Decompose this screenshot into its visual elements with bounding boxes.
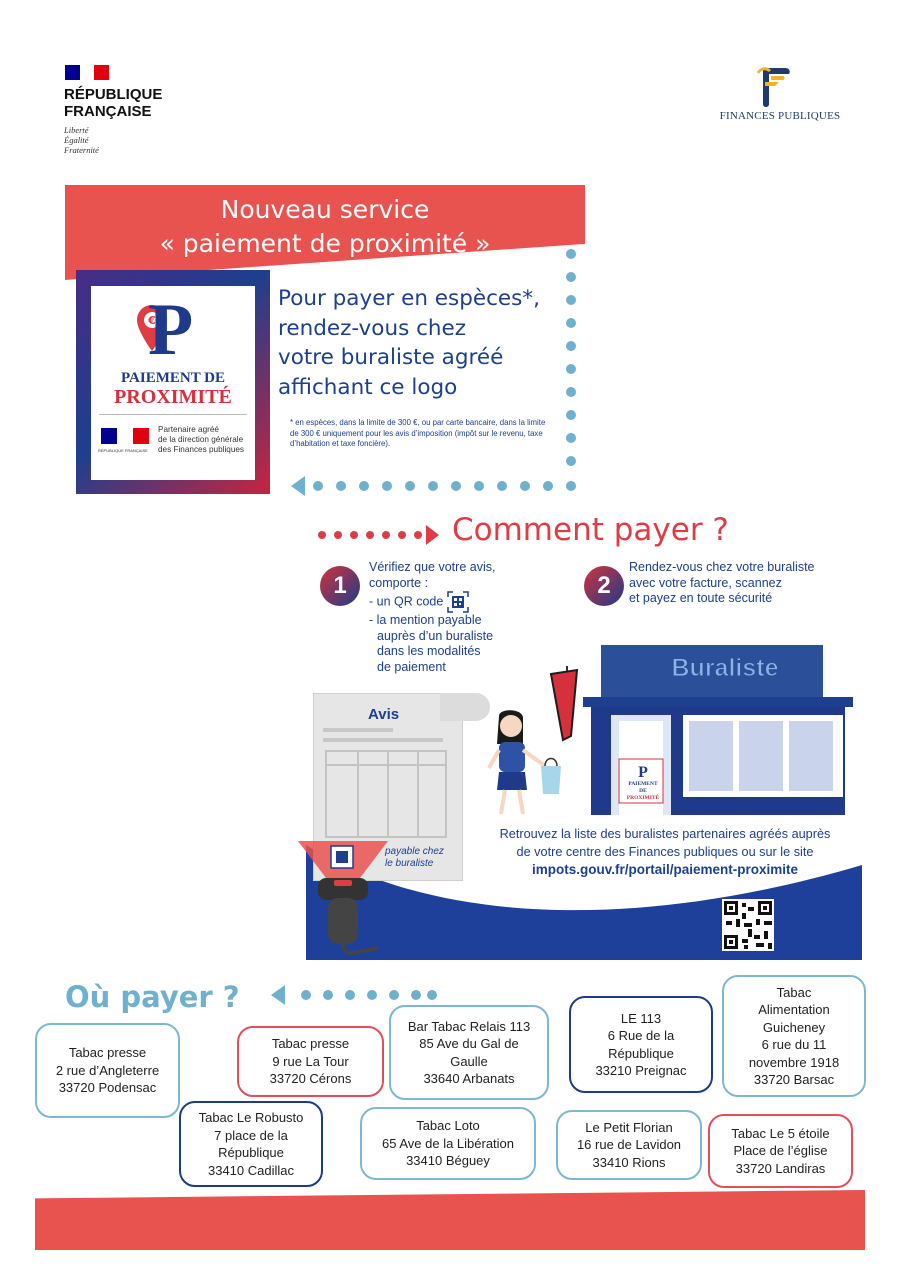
red-dot xyxy=(334,531,342,539)
logo-line-paiement: PAIEMENT DE xyxy=(120,370,226,386)
avis-payable-text: payable chez le buraliste xyxy=(385,846,444,869)
path-dot xyxy=(566,481,576,491)
step-1-text: Vérifiez que votre avis, comporte : - un… xyxy=(369,560,496,674)
path-dot xyxy=(345,990,355,1000)
path-dot xyxy=(566,456,576,466)
arrow-left-icon xyxy=(271,985,285,1005)
path-dot xyxy=(543,481,553,491)
path-dot xyxy=(566,364,576,374)
location-pin-icon: € xyxy=(137,305,167,351)
logo-mini-republique: RÉPUBLIQUE FRANÇAISE xyxy=(98,448,148,453)
republique-francaise-title: RÉPUBLIQUE FRANÇAISE xyxy=(64,86,163,120)
shop-card: Tabac Le Robusto 7 place de la Républiqu… xyxy=(179,1101,323,1187)
path-dot xyxy=(566,272,576,282)
shop-card: Tabac Le 5 étoile Place de l’église 3372… xyxy=(708,1114,853,1188)
logo-line-proximite: PROXIMITÉ xyxy=(114,386,232,408)
republique-motto: Liberté Égalité Fraternité xyxy=(64,125,99,155)
footer-band xyxy=(35,1190,865,1250)
arrow-right-icon xyxy=(426,525,439,545)
avis-document-curl xyxy=(440,693,490,721)
buraliste-sign: Buraliste xyxy=(671,654,779,683)
path-dot xyxy=(520,481,530,491)
shop-window-logo: P PAIEMENT DE PROXIMITÉ xyxy=(626,764,660,802)
path-dot xyxy=(336,481,346,491)
path-dot xyxy=(566,410,576,420)
path-dot xyxy=(405,481,415,491)
path-dot xyxy=(389,990,399,1000)
path-dot xyxy=(427,990,437,1000)
hero-footnote: * en espèces, dans la limite de 300 €, o… xyxy=(290,418,546,448)
paiement-proximite-logo xyxy=(91,286,255,480)
where-to-pay-title: Où payer ? xyxy=(65,980,240,1014)
red-dot xyxy=(350,531,358,539)
shop-card: Tabac Loto 65 Ave de la Libération 33410… xyxy=(360,1107,536,1180)
shop-card: Tabac Alimentation Guicheney 6 rue du 11… xyxy=(722,975,866,1097)
path-dot xyxy=(323,990,333,1000)
shop-card: Bar Tabac Relais 113 85 Ave du Gal de Ga… xyxy=(389,1005,549,1100)
path-dot xyxy=(451,481,461,491)
avis-label: Avis xyxy=(368,706,400,723)
step-2-text: Rendez-vous chez votre buraliste avec vo… xyxy=(629,560,815,606)
svg-text:€: € xyxy=(147,314,156,327)
path-dot xyxy=(428,481,438,491)
red-dot xyxy=(382,531,390,539)
arrow-left-icon xyxy=(291,476,305,496)
path-dot xyxy=(313,481,323,491)
red-dot xyxy=(318,531,326,539)
impots-url-link[interactable]: impots.gouv.fr/portail/paiement-proximit… xyxy=(531,862,799,877)
avis-text-line xyxy=(323,738,443,742)
step-1-badge: 1 xyxy=(320,566,360,606)
logo-partner-text: Partenaire agréé de la direction général… xyxy=(158,425,245,454)
path-dot xyxy=(497,481,507,491)
path-dot xyxy=(566,318,576,328)
hero-title: Nouveau service « paiement de proximité … xyxy=(159,195,491,258)
qr-code-icon xyxy=(447,591,469,613)
shop-card: LE 113 6 Rue de la République 33210 Prei… xyxy=(569,996,713,1093)
path-dot xyxy=(566,295,576,305)
finances-publiques-name: FINANCES PUBLIQUES xyxy=(719,110,841,122)
logo-letter-p: P xyxy=(148,289,194,371)
how-to-pay-title: Comment payer ? xyxy=(452,512,729,548)
avis-table xyxy=(325,750,447,838)
red-dot xyxy=(366,531,374,539)
shop-card: Tabac presse 9 rue La Tour 33720 Cérons xyxy=(237,1026,384,1097)
shop-card: Tabac presse 2 rue d’Angleterre 33720 Po… xyxy=(35,1023,180,1118)
path-dot xyxy=(359,481,369,491)
mini-marianne-flag-icon xyxy=(101,428,149,444)
path-dot xyxy=(566,387,576,397)
tabac-carrot-sign-icon xyxy=(549,666,579,742)
finances-publiques-logo-icon xyxy=(757,67,790,107)
shop-card: Le Petit Florian 16 rue de Lavidon 33410… xyxy=(556,1110,702,1180)
logo-divider xyxy=(99,414,247,415)
red-dot xyxy=(398,531,406,539)
path-dot xyxy=(382,481,392,491)
barcode-scanner-icon xyxy=(298,841,388,955)
qr-code-icon xyxy=(722,899,774,951)
red-dot xyxy=(414,531,422,539)
republique-francaise-flag-icon xyxy=(65,65,110,80)
step-2-badge: 2 xyxy=(584,566,624,606)
hero-instructions: Pour payer en espèces*, rendez-vous chez… xyxy=(278,286,540,400)
woman-with-bag-illustration xyxy=(487,710,561,815)
path-dot xyxy=(566,433,576,443)
path-dot xyxy=(474,481,484,491)
path-dot xyxy=(367,990,377,1000)
path-dot xyxy=(566,249,576,259)
avis-text-line xyxy=(323,728,393,732)
path-dot xyxy=(411,990,421,1000)
buraliste-shop-illustration xyxy=(583,645,853,815)
retrouvez-text: Retrouvez la liste des buralistes parten… xyxy=(499,827,831,859)
path-dot xyxy=(566,341,576,351)
path-dot xyxy=(301,990,311,1000)
